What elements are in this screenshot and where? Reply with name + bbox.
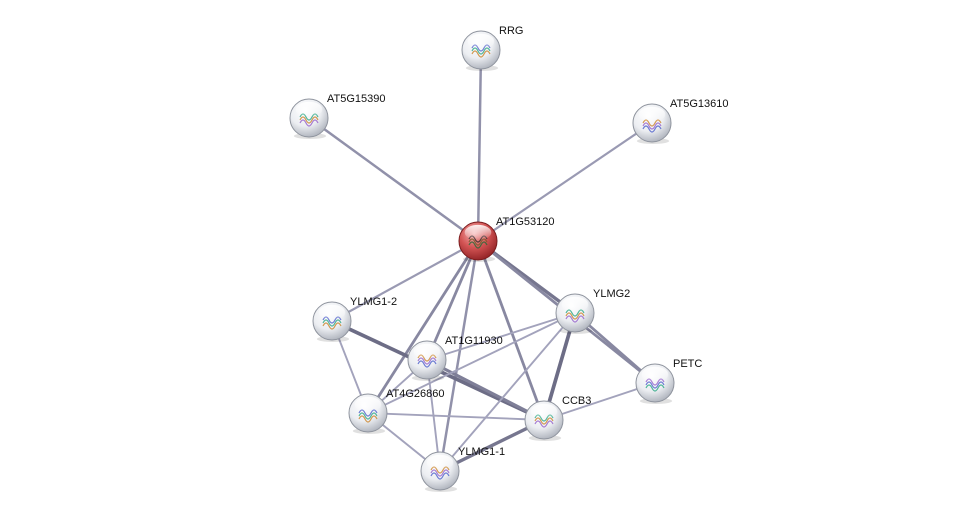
node-gloss bbox=[464, 224, 492, 241]
node-at1g53120[interactable]: AT1G53120 bbox=[458, 216, 555, 262]
node-label: RRG bbox=[499, 25, 523, 37]
node-label: PETC bbox=[673, 358, 702, 370]
edge-at1g11930-ccb3[interactable] bbox=[425, 358, 546, 422]
edge-at1g53120-ylmg1-1[interactable] bbox=[438, 239, 480, 473]
node-rrg[interactable]: RRG bbox=[461, 25, 523, 71]
edge-at1g53120-at1g11930[interactable] bbox=[425, 239, 480, 362]
edge-at4g26860-ccb3[interactable] bbox=[367, 412, 545, 421]
node-label: YLMG2 bbox=[593, 288, 630, 300]
edge-at1g11930-ylmg2[interactable] bbox=[426, 312, 576, 361]
node-gloss bbox=[426, 454, 454, 471]
node-label: AT5G13610 bbox=[670, 98, 729, 110]
node-gloss bbox=[641, 366, 669, 383]
node-ylmg2[interactable]: YLMG2 bbox=[555, 288, 630, 334]
node-gloss bbox=[638, 106, 666, 123]
node-label: AT1G53120 bbox=[496, 216, 555, 228]
node-label: AT5G15390 bbox=[327, 93, 386, 105]
edge-ylmg2-at4g26860[interactable] bbox=[367, 312, 576, 414]
edge-at1g53120-rrg[interactable] bbox=[476, 48, 483, 243]
node-at1g11930[interactable]: AT1G11930 bbox=[407, 335, 503, 381]
node-ylmg1-2[interactable]: YLMG1-2 bbox=[312, 296, 397, 342]
edge-ylmg2-ylmg1-1[interactable] bbox=[439, 312, 576, 472]
node-at5g13610[interactable]: AT5G13610 bbox=[632, 98, 729, 144]
edge-at1g53120-ccb3[interactable] bbox=[476, 239, 546, 422]
node-ylmg1-1[interactable]: YLMG1-1 bbox=[420, 446, 505, 492]
node-label: AT4G26860 bbox=[386, 388, 445, 400]
node-at5g15390[interactable]: AT5G15390 bbox=[289, 93, 386, 139]
edge-at1g53120-at5g15390[interactable] bbox=[307, 116, 480, 243]
node-gloss bbox=[413, 343, 441, 360]
node-gloss bbox=[354, 396, 382, 413]
node-label: YLMG1-1 bbox=[458, 446, 505, 458]
node-gloss bbox=[318, 304, 346, 321]
node-label: CCB3 bbox=[562, 395, 591, 407]
node-ccb3[interactable]: CCB3 bbox=[524, 395, 591, 441]
node-gloss bbox=[530, 403, 558, 420]
node-at4g26860[interactable]: AT4G26860 bbox=[348, 388, 445, 434]
node-label: YLMG1-2 bbox=[350, 296, 397, 308]
edge-at1g53120-at5g13610[interactable] bbox=[476, 121, 654, 243]
edge-ccb3-petc[interactable] bbox=[543, 382, 656, 421]
node-gloss bbox=[561, 296, 589, 313]
node-gloss bbox=[467, 33, 495, 50]
edge-at1g53120-ylmg1-2[interactable] bbox=[330, 239, 480, 323]
edge-at1g53120-at4g26860[interactable] bbox=[366, 239, 480, 415]
node-petc[interactable]: PETC bbox=[635, 358, 702, 404]
node-gloss bbox=[295, 101, 323, 118]
node-label: AT1G11930 bbox=[445, 335, 503, 347]
